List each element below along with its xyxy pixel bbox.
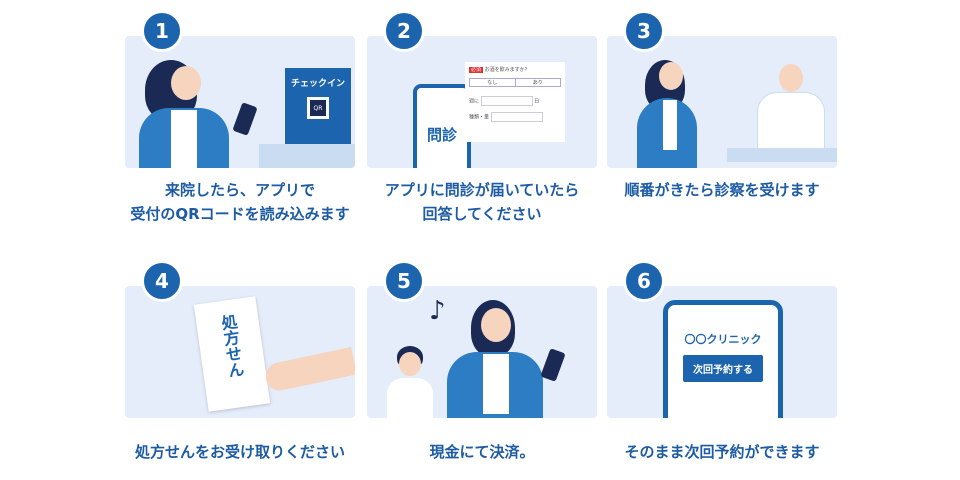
phone-icon bbox=[232, 102, 258, 136]
freq-label: 週に bbox=[469, 98, 480, 105]
step-illustration: チェックイン QR bbox=[125, 36, 355, 168]
step-caption: 来院したら、アプリで受付のQRコードを読み込みます bbox=[105, 178, 375, 226]
step-number: 6 bbox=[623, 260, 665, 302]
step-illustration: 処方せん bbox=[125, 286, 355, 418]
step-number: 2 bbox=[383, 10, 425, 52]
checkin-sign: チェックイン QR bbox=[285, 68, 351, 144]
step-illustration bbox=[607, 36, 837, 168]
freq-select[interactable] bbox=[480, 96, 533, 106]
paper-label: 処方せん bbox=[217, 312, 246, 380]
step-4: 4 処方せん 処方せんをお受け取りください bbox=[125, 250, 355, 480]
caption-line: 来院したら、アプリで bbox=[164, 181, 315, 199]
step-1: 1 チェックイン QR 来院したら、アプリで受付のQRコードを読み込みます bbox=[125, 0, 355, 240]
caption-line: 順番がきたら診察を受けます bbox=[624, 181, 820, 199]
questionnaire-form: 必須 お酒を飲みますか？ なし あり 週に 日 種類・量 bbox=[465, 62, 565, 142]
prescription-paper: 処方せん bbox=[193, 296, 271, 412]
phone-label: 問診 bbox=[426, 125, 457, 144]
desk bbox=[727, 148, 837, 162]
qr-label: QR bbox=[313, 104, 323, 112]
step-illustration: 問診 必須 お酒を飲みますか？ なし あり 週に 日 種類・量 bbox=[367, 36, 597, 168]
phone-icon bbox=[540, 348, 566, 382]
freq-unit: 日 bbox=[534, 98, 540, 105]
step-number: 1 bbox=[141, 10, 183, 52]
step-number: 5 bbox=[383, 260, 425, 302]
phone-mockup: 〇〇クリニック 次回予約する bbox=[663, 300, 783, 418]
step-caption: 現金にて決済。 bbox=[347, 440, 617, 464]
step-3: 3 順番がきたら診察を受けます bbox=[607, 0, 837, 240]
required-badge: 必須 bbox=[469, 67, 484, 73]
phone-mockup: 問診 bbox=[413, 84, 471, 168]
step-6: 6 〇〇クリニック 次回予約する そのまま次回予約ができます bbox=[607, 250, 837, 480]
step-caption: 処方せんをお受け取りください bbox=[105, 440, 375, 464]
step-caption: そのまま次回予約ができます bbox=[587, 440, 857, 464]
caption-line: そのまま次回予約ができます bbox=[624, 443, 820, 461]
kind-input[interactable] bbox=[490, 112, 543, 122]
music-note-icon: ♪ bbox=[429, 296, 446, 326]
counter bbox=[259, 144, 355, 168]
step-5: 5 ♪ 現金にて決済。 bbox=[367, 250, 597, 480]
sign-title: チェックイン bbox=[290, 79, 345, 89]
caption-line: 現金にて決済。 bbox=[429, 443, 535, 461]
caption-line: アプリに問診が届いていたら bbox=[384, 181, 580, 199]
step-caption: 順番がきたら診察を受けます bbox=[587, 178, 857, 202]
option-yes[interactable]: あり bbox=[532, 80, 543, 86]
step-caption: アプリに問診が届いていたら回答してください bbox=[347, 178, 617, 226]
hand-illustration bbox=[263, 346, 355, 394]
caption-line: 処方せんをお受け取りください bbox=[134, 443, 345, 461]
qr-code: QR bbox=[307, 97, 329, 119]
step-2: 2 問診 必須 お酒を飲みますか？ なし あり 週に 日 種類・量 アプリに問診… bbox=[367, 0, 597, 240]
caption-line: 回答してください bbox=[422, 205, 542, 223]
form-question: お酒を飲みますか？ bbox=[484, 67, 530, 73]
option-none[interactable]: なし bbox=[470, 79, 516, 86]
caption-line: 受付のQRコードを読み込みます bbox=[130, 205, 350, 223]
kind-label: 種類・量 bbox=[469, 114, 490, 121]
step-illustration: 〇〇クリニック 次回予約する bbox=[607, 286, 837, 418]
step-number: 4 bbox=[141, 260, 183, 302]
step-illustration: ♪ bbox=[367, 286, 597, 418]
reserve-next-button[interactable]: 次回予約する bbox=[683, 355, 763, 382]
clinic-name: 〇〇クリニック bbox=[684, 333, 762, 346]
step-number: 3 bbox=[623, 10, 665, 52]
